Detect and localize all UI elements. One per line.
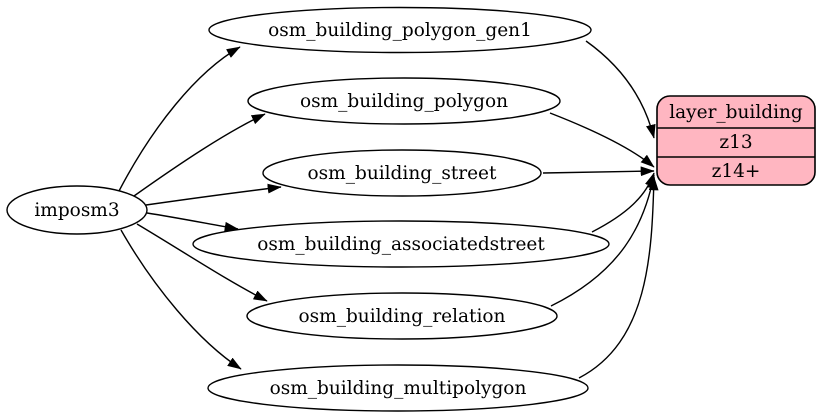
node-osm_building_street-label: osm_building_street [308, 163, 497, 184]
node-layer_building: layer_building z13 z14+ [656, 95, 816, 186]
edge-osm_building_polygon-to-layer_building-z14 [549, 112, 655, 168]
node-osm_building_associatedstreet-label: osm_building_associatedstreet [257, 234, 545, 255]
edge-osm_building_polygon_gen1-to-layer_building-z13 [585, 40, 656, 139]
edge-osm_building_associatedstreet-to-layer_building-z14 [591, 172, 655, 233]
node-imposm3-label: imposm3 [34, 200, 119, 221]
node-osm_building_street-shape [262, 149, 542, 197]
node-imposm3-shape [6, 185, 148, 235]
edge-osm_building_relation-to-layer_building-z14 [550, 174, 657, 307]
node-layer_building-row-z13: z13 [719, 132, 752, 153]
node-osm_building_polygon_gen1-label: osm_building_polygon_gen1 [268, 20, 532, 41]
edge-group [118, 40, 659, 379]
node-osm_building_polygon-shape [247, 77, 561, 125]
node-osm_building_multipolygon: osm_building_multipolygon [207, 364, 589, 412]
node-layer_building-title: layer_building [669, 102, 803, 123]
node-layer_building-shape [656, 95, 816, 186]
node-layer_building-row-z14: z14+ [712, 161, 761, 182]
edge-imposm3-to-osm_building_multipolygon [120, 229, 242, 370]
edge-imposm3-to-osm_building_relation [136, 223, 268, 302]
node-osm_building_relation-label: osm_building_relation [299, 306, 506, 327]
node-osm_building_multipolygon-label: osm_building_multipolygon [270, 378, 527, 399]
node-osm_building_relation: osm_building_relation [246, 292, 558, 340]
edge-imposm3-to-osm_building_street [145, 183, 282, 206]
edge-imposm3-to-osm_building_polygon_gen1 [118, 46, 241, 192]
node-osm_building_relation-shape [246, 292, 558, 340]
node-osm_building_associatedstreet-shape [192, 220, 610, 268]
edge-imposm3-to-osm_building_polygon [133, 113, 266, 197]
node-imposm3: imposm3 [6, 185, 148, 235]
node-osm_building_polygon-label: osm_building_polygon [300, 91, 508, 112]
node-osm_building_polygon_gen1: osm_building_polygon_gen1 [208, 6, 592, 54]
edge-osm_building_street-to-layer_building-z14 [542, 166, 655, 177]
node-osm_building_street: osm_building_street [262, 149, 542, 197]
node-osm_building_polygon_gen1-shape [208, 6, 592, 54]
node-osm_building_polygon: osm_building_polygon [247, 77, 561, 125]
edge-osm_building_multipolygon-to-layer_building-z14 [578, 176, 659, 379]
node-osm_building_associatedstreet: osm_building_associatedstreet [192, 220, 610, 268]
edge-imposm3-to-osm_building_associatedstreet [146, 212, 239, 232]
node-osm_building_multipolygon-shape [207, 364, 589, 412]
